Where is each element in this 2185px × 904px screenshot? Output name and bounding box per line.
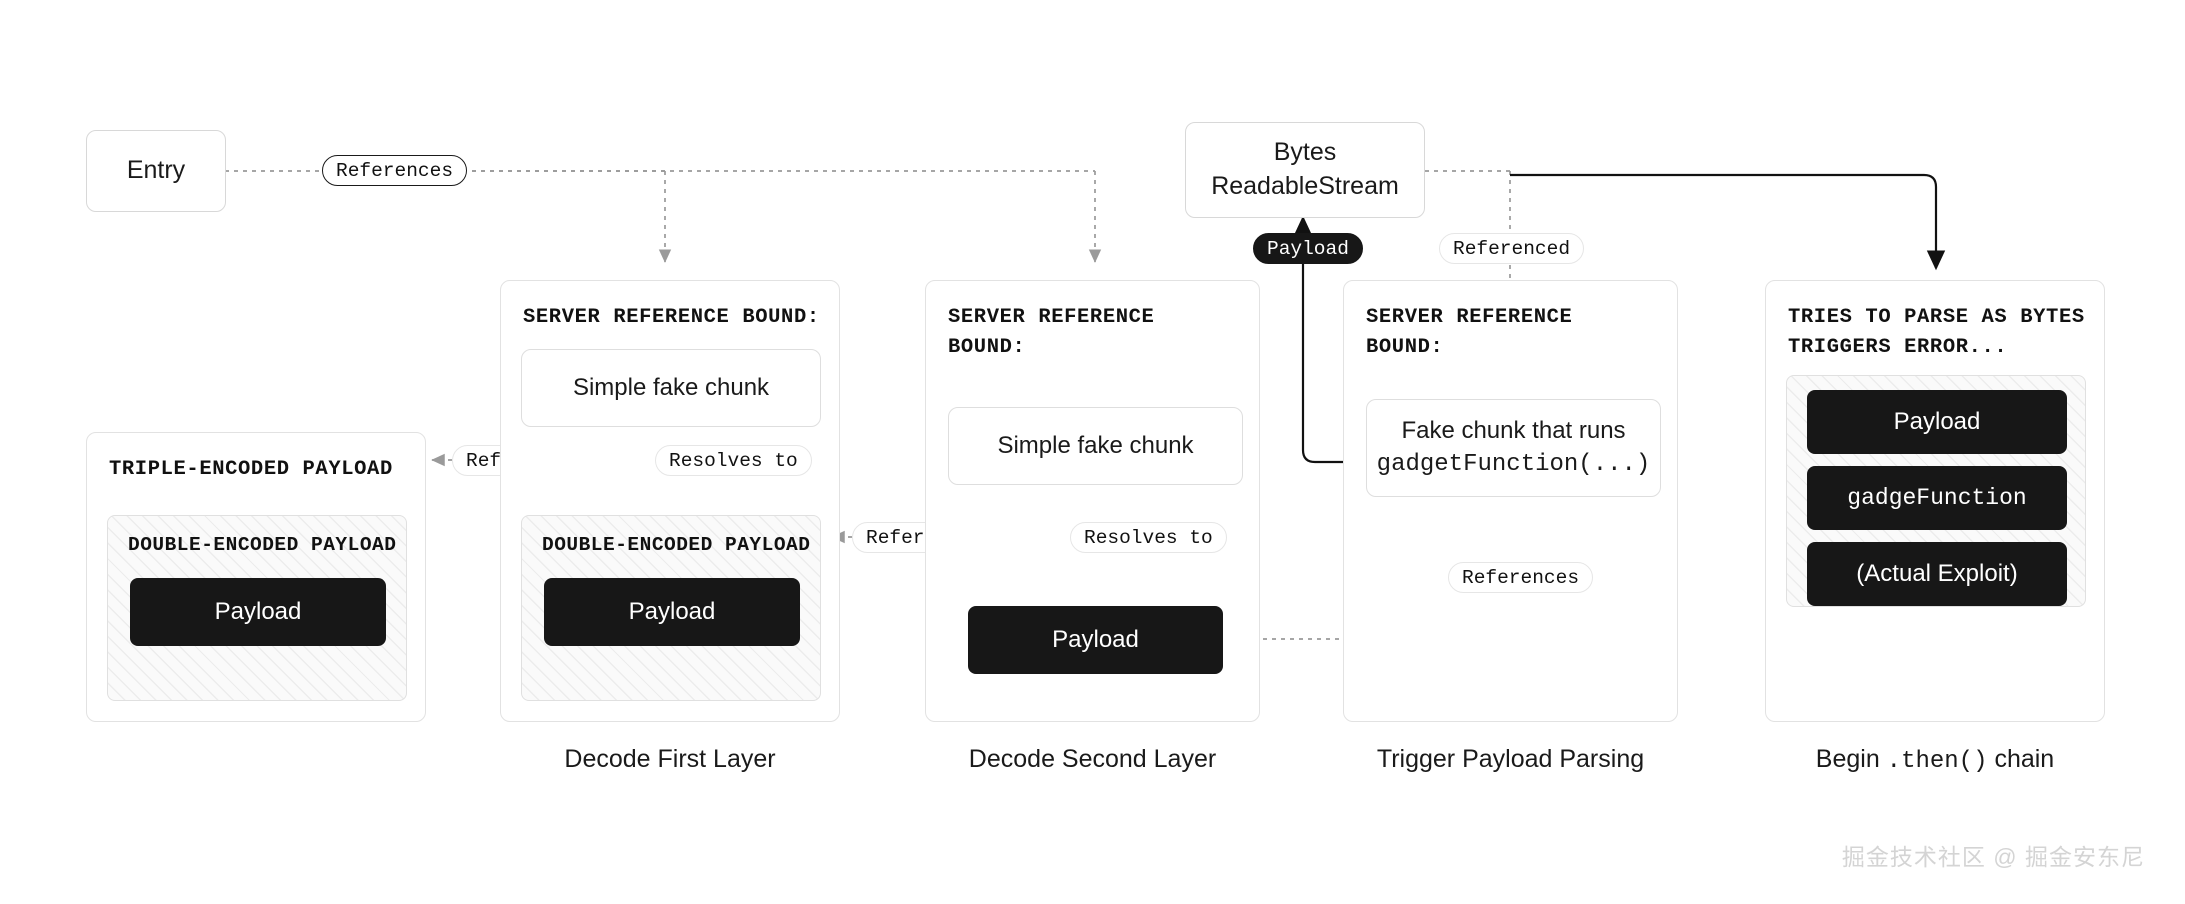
caption-decode-second: Decode Second Layer — [925, 745, 1260, 774]
entry-label: Entry — [126, 156, 186, 185]
pill-p1-resolves[interactable]: Resolves to — [655, 445, 812, 476]
chip-payload-second[interactable]: Payload — [968, 606, 1223, 674]
panel-then-chain: TRIES TO PARSE AS BYTES TRIGGERS ERROR..… — [1765, 280, 2105, 722]
watermark: 掘金技术社区 @ 掘金安东尼 — [1841, 844, 2145, 870]
chip-then-gadgefunction[interactable]: gadgeFunction — [1807, 466, 2067, 530]
pill-payload-label: Payload — [1267, 237, 1349, 260]
box-simple-fake-chunk-1-label: Simple fake chunk — [572, 374, 770, 402]
stream-label-line1: Bytes — [1273, 138, 1337, 167]
pill-p2-resolves[interactable]: Resolves to — [1070, 522, 1227, 553]
pill-p3-references[interactable]: References — [1448, 562, 1594, 593]
panel-trigger-parsing: SERVER REFERENCE BOUND: Fake chunk that … — [1343, 280, 1678, 722]
box-fake-chunk-gadget-line2: gadgetFunction(...) — [1376, 451, 1651, 478]
panel-decode-first: SERVER REFERENCE BOUND: Simple fake chun… — [500, 280, 840, 722]
box-fake-chunk-gadget-line1: Fake chunk that runs — [1401, 417, 1626, 445]
box-simple-fake-chunk-2-label: Simple fake chunk — [997, 432, 1194, 460]
caption-decode-first: Decode First Layer — [500, 745, 840, 774]
box-simple-fake-chunk-1[interactable]: Simple fake chunk — [521, 349, 821, 427]
pill-entry-references[interactable]: References — [322, 155, 468, 186]
chip-payload-double-label: Payload — [628, 598, 716, 625]
panel-then-chain-title: TRIES TO PARSE AS BYTES TRIGGERS ERROR..… — [1788, 303, 2088, 362]
box-simple-fake-chunk-2[interactable]: Simple fake chunk — [948, 407, 1243, 485]
entry-node[interactable]: Entry — [86, 130, 226, 212]
pill-referenced-label: Referenced — [1453, 237, 1571, 260]
pill-payload[interactable]: Payload — [1253, 233, 1363, 264]
hatch-double-encoded-1: DOUBLE-ENCODED PAYLOAD Payload — [107, 515, 407, 701]
chip-then-actual-exploit[interactable]: (Actual Exploit) — [1807, 542, 2067, 606]
hatch-double-title-2: DOUBLE-ENCODED PAYLOAD — [542, 534, 811, 556]
chip-payload-triple[interactable]: Payload — [130, 578, 386, 646]
caption-then-chain-post: chain — [1987, 745, 2055, 773]
panel-decode-first-title: SERVER REFERENCE BOUND: — [523, 306, 820, 329]
pill-p1-resolves-label: Resolves to — [669, 449, 798, 472]
panel-then-chain-title-line2: TRIGGERS ERROR... — [1788, 335, 2008, 359]
pill-p3-references-label: References — [1462, 566, 1580, 589]
caption-trigger-parsing-label: Trigger Payload Parsing — [1376, 745, 1645, 773]
chip-then-gadgefunction-label: gadgeFunction — [1847, 485, 2027, 511]
hatch-double-title-1: DOUBLE-ENCODED PAYLOAD — [128, 534, 397, 556]
caption-then-chain: Begin .then() chain — [1765, 745, 2105, 775]
chip-payload-double[interactable]: Payload — [544, 578, 800, 646]
bytes-readablestream-node[interactable]: Bytes ReadableStream — [1185, 122, 1425, 218]
hatch-double-encoded-2: DOUBLE-ENCODED PAYLOAD Payload — [521, 515, 821, 701]
caption-trigger-parsing: Trigger Payload Parsing — [1343, 745, 1678, 774]
chip-payload-triple-label: Payload — [214, 598, 302, 625]
pill-entry-references-label: References — [336, 159, 454, 182]
caption-then-chain-pre: Begin — [1815, 745, 1887, 773]
chip-then-actual-exploit-label: (Actual Exploit) — [1856, 560, 2018, 587]
panel-triple-encoded: TRIPLE-ENCODED PAYLOAD DOUBLE-ENCODED PA… — [86, 432, 426, 722]
pill-p2-resolves-label: Resolves to — [1084, 526, 1213, 549]
chip-then-payload[interactable]: Payload — [1807, 390, 2067, 454]
stream-label-line2: ReadableStream — [1211, 172, 1399, 200]
caption-then-chain-mono: .then() — [1886, 748, 1988, 775]
panel-decode-second: SERVER REFERENCE BOUND: Simple fake chun… — [925, 280, 1260, 722]
caption-decode-first-label: Decode First Layer — [564, 745, 776, 773]
chip-then-payload-label: Payload — [1893, 408, 1981, 435]
box-fake-chunk-gadget[interactable]: Fake chunk that runs gadgetFunction(...) — [1366, 399, 1661, 497]
chip-payload-second-label: Payload — [1052, 626, 1139, 653]
panel-triple-title: TRIPLE-ENCODED PAYLOAD — [109, 458, 393, 481]
hatch-then-chain: Payload gadgeFunction (Actual Exploit) — [1786, 375, 2086, 607]
panel-trigger-parsing-title: SERVER REFERENCE BOUND: — [1366, 306, 1573, 359]
caption-decode-second-label: Decode Second Layer — [968, 745, 1217, 773]
pill-referenced[interactable]: Referenced — [1439, 233, 1585, 264]
panel-decode-second-title: SERVER REFERENCE BOUND: — [948, 306, 1155, 359]
panel-then-chain-title-line1: TRIES TO PARSE AS BYTES — [1788, 306, 2085, 329]
